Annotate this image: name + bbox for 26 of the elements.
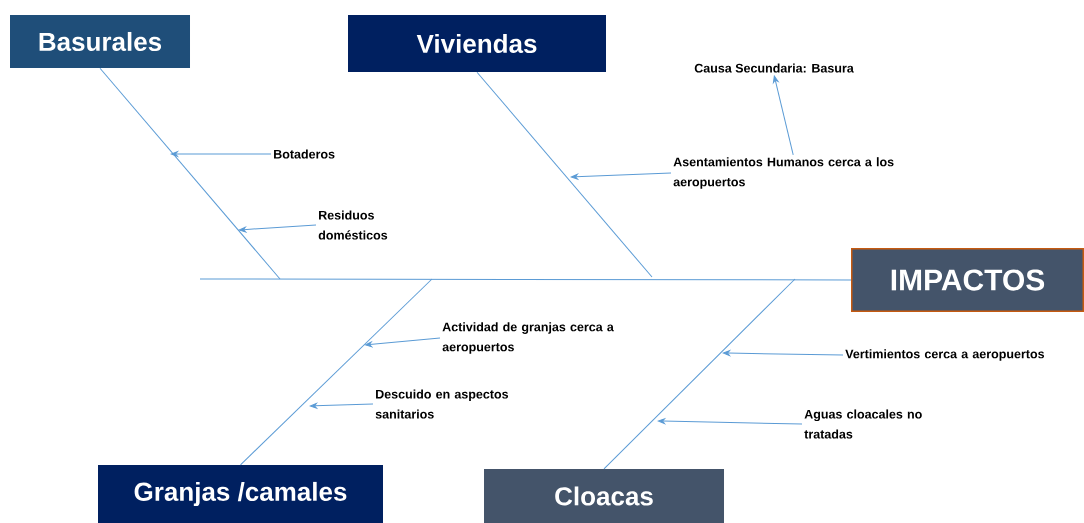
cause-text: Vertimientos cerca a aeropuertos — [845, 349, 1045, 361]
cause-text: Actividad de granjas cerca a aeropuertos — [442, 322, 614, 354]
category-box: IMPACTOS — [851, 248, 1084, 312]
cause-text: Causa Secundaria: Basura — [694, 63, 854, 73]
category-box: Granjas /camales — [98, 465, 383, 523]
fishbone-line — [603, 278, 796, 470]
fishbone-line — [199, 278, 852, 281]
arrow — [364, 337, 441, 348]
cause-text: Aguas cloacales no tratadas — [804, 409, 922, 439]
cause-text: Botaderos — [274, 149, 335, 159]
arrow — [657, 418, 803, 425]
fishbone-line — [476, 71, 653, 278]
arrow — [238, 224, 317, 233]
arrow — [570, 172, 672, 180]
arrow — [772, 75, 794, 156]
arrow — [170, 151, 272, 157]
cause-text: Descuido en aspectos sanitarios — [375, 389, 509, 419]
cause-text: Asentamientos Humanos cerca a los aeropuertos — [673, 157, 894, 189]
fishbone-line — [99, 67, 281, 280]
arrow — [309, 402, 374, 409]
cause-text: Residuos domésticos — [318, 210, 388, 240]
category-box: Viviendas — [348, 15, 606, 72]
fishbone-line — [240, 278, 433, 466]
category-box: Basurales — [10, 15, 190, 68]
arrow — [722, 350, 844, 356]
category-box: Cloacas — [484, 469, 724, 523]
